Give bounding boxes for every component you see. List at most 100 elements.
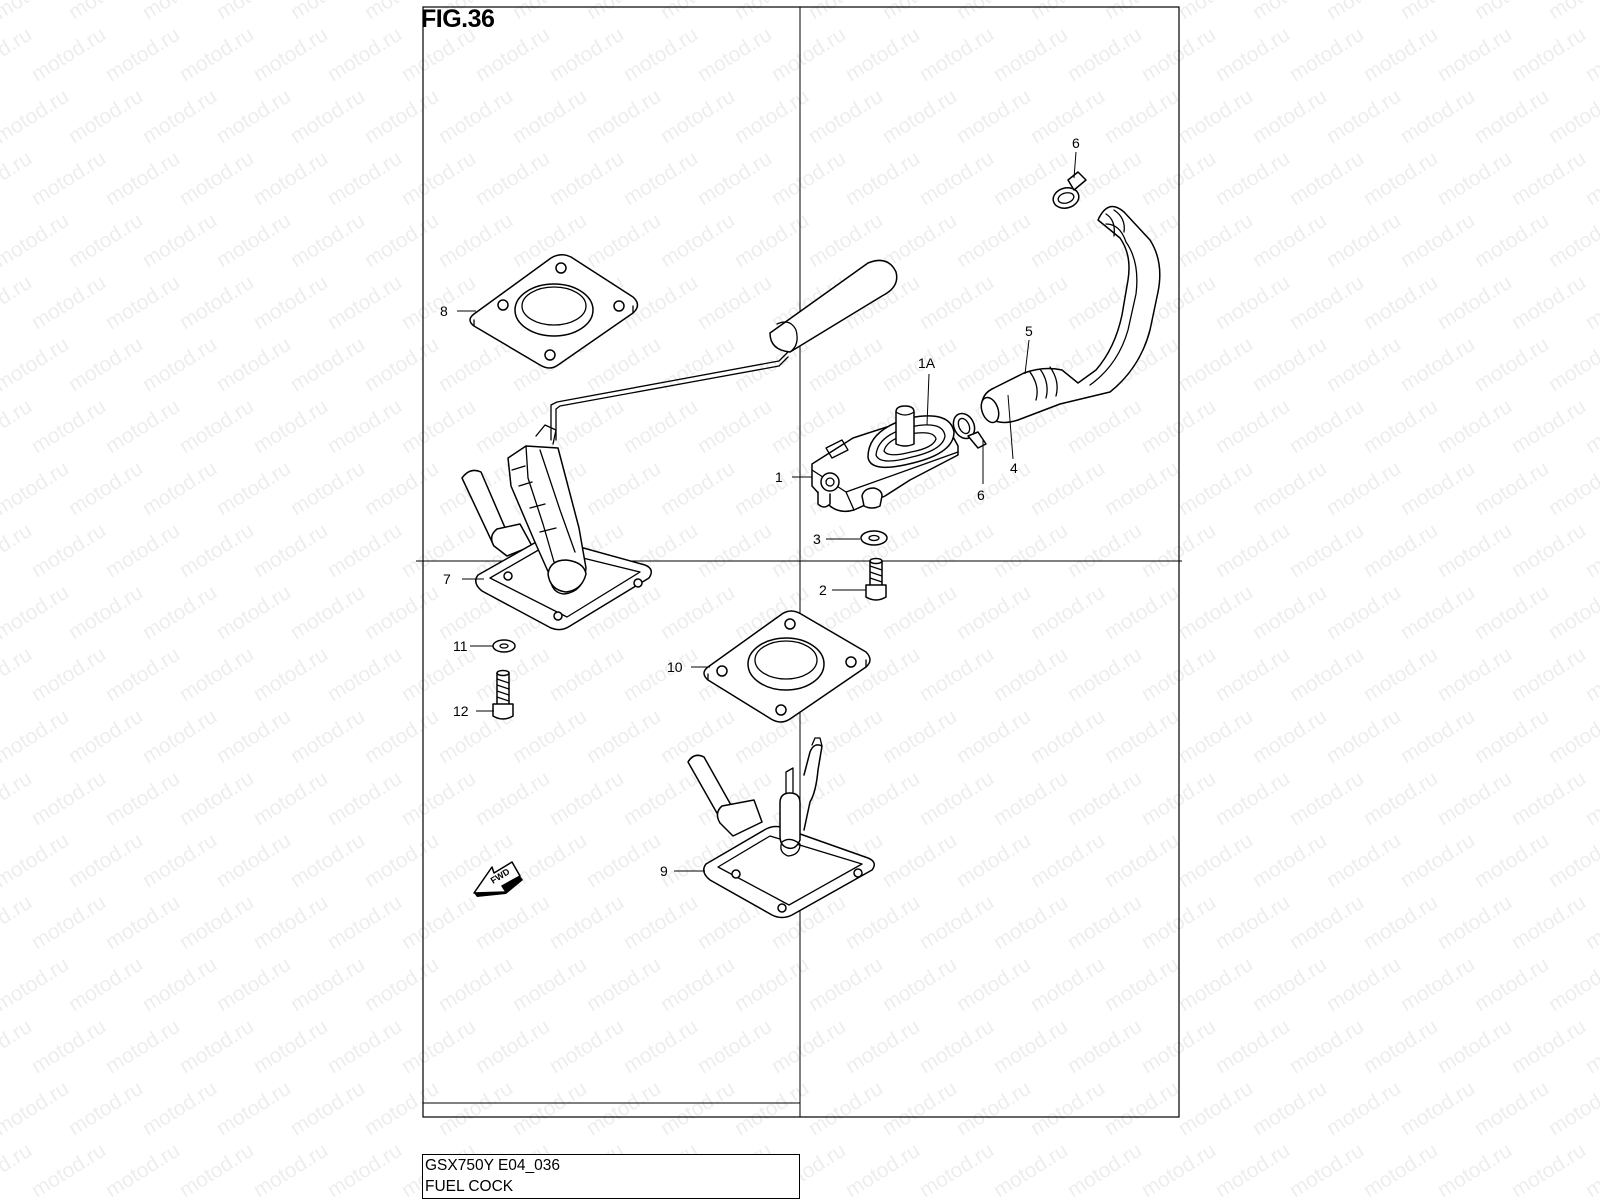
watermark-text: motod.ru <box>64 333 146 396</box>
watermark-text: motod.ru <box>138 85 220 148</box>
watermark-text: motod.ru <box>175 891 257 954</box>
watermark-text: motod.ru <box>1248 457 1330 520</box>
watermark-text: motod.ru <box>804 953 886 1016</box>
watermark-text: motod.ru <box>64 953 146 1016</box>
watermark-text: motod.ru <box>841 147 923 210</box>
watermark-text: motod.ru <box>1063 23 1145 86</box>
watermark-text: motod.ru <box>1433 23 1515 86</box>
watermark-text: motod.ru <box>730 209 812 272</box>
watermark-text: motod.ru <box>767 519 849 582</box>
watermark-text: motod.ru <box>878 705 960 768</box>
watermark-text: motod.ru <box>582 829 664 892</box>
watermark-text: motod.ru <box>323 23 405 86</box>
watermark-text: motod.ru <box>175 519 257 582</box>
watermark-text: motod.ru <box>1211 147 1293 210</box>
watermark-text: motod.ru <box>767 147 849 210</box>
watermark-text: motod.ru <box>804 85 886 148</box>
callout-5: 5 <box>1025 323 1033 339</box>
watermark-text: motod.ru <box>1544 581 1600 644</box>
watermark-text: motod.ru <box>693 271 775 334</box>
watermark-text: motod.ru <box>249 643 331 706</box>
callout-6-upper: 6 <box>1072 135 1080 151</box>
watermark-text: motod.ru <box>1359 23 1441 86</box>
watermark-text: motod.ru <box>138 209 220 272</box>
watermark-text: motod.ru <box>360 457 442 520</box>
watermark-text: motod.ru <box>1396 0 1478 24</box>
watermark-text: motod.ru <box>1174 333 1256 396</box>
watermark-text: motod.ru <box>1581 891 1600 954</box>
watermark-text: motod.ru <box>1359 519 1441 582</box>
watermark-text: motod.ru <box>952 581 1034 644</box>
watermark-text: motod.ru <box>175 1139 257 1200</box>
callout-1: 1 <box>775 469 783 485</box>
watermark-text: motod.ru <box>989 519 1071 582</box>
model-code-box: GSX750Y E04_036 <box>422 1154 800 1177</box>
watermark-text: motod.ru <box>1470 829 1552 892</box>
watermark-text: motod.ru <box>1396 705 1478 768</box>
watermark-text: motod.ru <box>212 209 294 272</box>
watermark-text: motod.ru <box>730 0 812 24</box>
watermark-text: motod.ru <box>1507 1139 1589 1200</box>
watermark-text: motod.ru <box>101 1139 183 1200</box>
watermark-text: motod.ru <box>1507 147 1589 210</box>
watermark-text: motod.ru <box>1322 1077 1404 1140</box>
watermark-text: motod.ru <box>286 333 368 396</box>
watermark-text: motod.ru <box>101 23 183 86</box>
watermark-text: motod.ru <box>323 643 405 706</box>
watermark-text: motod.ru <box>619 395 701 458</box>
watermark-text: motod.ru <box>1100 581 1182 644</box>
watermark-text: motod.ru <box>175 1015 257 1078</box>
watermark-text: motod.ru <box>212 829 294 892</box>
watermark-text: motod.ru <box>1026 829 1108 892</box>
watermark-text: motod.ru <box>1322 705 1404 768</box>
watermark-text: motod.ru <box>1322 333 1404 396</box>
watermark-text: motod.ru <box>545 1015 627 1078</box>
callout-7: 7 <box>443 571 451 587</box>
watermark-text: motod.ru <box>138 0 220 24</box>
watermark-text: motod.ru <box>1285 23 1367 86</box>
watermark-text: motod.ru <box>1211 271 1293 334</box>
watermark-text: motod.ru <box>619 643 701 706</box>
watermark-text: motod.ru <box>1137 1139 1219 1200</box>
watermark-text: motod.ru <box>878 581 960 644</box>
watermark-text: motod.ru <box>1174 829 1256 892</box>
callout-6-lower: 6 <box>977 487 985 503</box>
watermark-text: motod.ru <box>1544 705 1600 768</box>
watermark-text: motod.ru <box>989 767 1071 830</box>
watermark-text: motod.ru <box>693 519 775 582</box>
watermark-text: motod.ru <box>249 519 331 582</box>
watermark-text: motod.ru <box>175 147 257 210</box>
watermark-text: motod.ru <box>101 643 183 706</box>
watermark-text: motod.ru <box>1507 519 1589 582</box>
watermark-text: motod.ru <box>0 147 36 210</box>
watermark-text: motod.ru <box>286 705 368 768</box>
watermark-text: motod.ru <box>0 0 73 24</box>
watermark-text: motod.ru <box>323 271 405 334</box>
watermark-text: motod.ru <box>989 891 1071 954</box>
watermark-text: motod.ru <box>767 23 849 86</box>
watermark-text: motod.ru <box>0 643 36 706</box>
watermark-text: motod.ru <box>915 23 997 86</box>
watermark-text: motod.ru <box>1581 147 1600 210</box>
watermark-text: motod.ru <box>101 1015 183 1078</box>
watermark-text: motod.ru <box>471 643 553 706</box>
watermark-text: motod.ru <box>27 23 109 86</box>
hose-clip-part-6-lower <box>952 412 987 449</box>
callout-1a: 1A <box>918 355 936 371</box>
watermark-text: motod.ru <box>656 85 738 148</box>
watermark-text: motod.ru <box>767 1015 849 1078</box>
watermark-text: motod.ru <box>1100 829 1182 892</box>
watermark-text: motod.ru <box>138 457 220 520</box>
watermark-text: motod.ru <box>1359 395 1441 458</box>
watermark-text: motod.ru <box>175 271 257 334</box>
watermark-text: motod.ru <box>1100 1077 1182 1140</box>
watermark-text: motod.ru <box>582 953 664 1016</box>
watermark-text: motod.ru <box>1507 395 1589 458</box>
watermark-text: motod.ru <box>323 395 405 458</box>
watermark-text: motod.ru <box>1507 271 1589 334</box>
watermark-text: motod.ru <box>138 1077 220 1140</box>
watermark-text: motod.ru <box>878 953 960 1016</box>
watermark-text: motod.ru <box>1174 209 1256 272</box>
watermark-text: motod.ru <box>1544 0 1600 24</box>
watermark-text: motod.ru <box>841 23 923 86</box>
